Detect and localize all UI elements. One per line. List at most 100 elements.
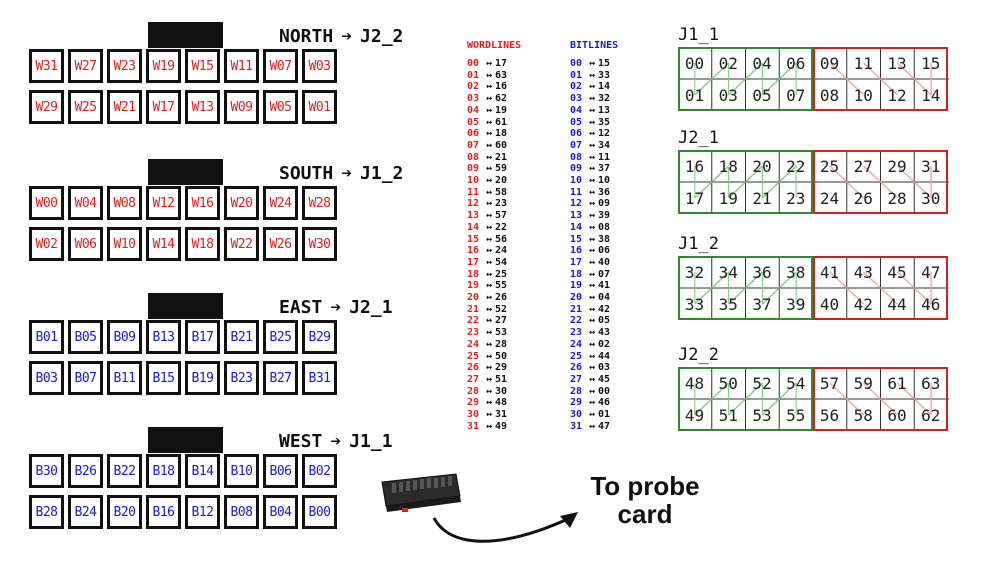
pad-label: B28	[35, 504, 58, 520]
pin-cell: 07	[786, 86, 806, 105]
pad-label: W05	[269, 99, 292, 115]
pin-cell: 03	[718, 86, 738, 105]
map-key: 05	[570, 116, 583, 128]
map-value: 60	[495, 139, 508, 151]
double-arrow-icon: ↔	[486, 315, 493, 327]
pad: W23	[107, 49, 142, 83]
map-value: 50	[495, 350, 508, 362]
double-arrow-icon: ↔	[486, 221, 493, 233]
pad-label: W18	[191, 236, 214, 252]
double-arrow-icon: ↔	[486, 292, 493, 303]
map-key: 08	[570, 151, 583, 163]
map-value: 52	[495, 303, 508, 315]
connector-title: J1_1	[678, 25, 719, 45]
grid-lines	[678, 150, 949, 214]
pin-cell: 22	[786, 157, 806, 176]
wordlines-map-row: 17↔54	[467, 257, 507, 268]
double-arrow-icon: ↔	[589, 116, 596, 128]
double-arrow-icon: ↔	[589, 81, 596, 93]
pin-cell: 00	[684, 54, 705, 73]
block-header: WEST➔J1_1	[279, 431, 393, 452]
map-value: 15	[598, 58, 611, 69]
pin-cell: 32	[684, 263, 705, 282]
double-arrow-icon: ↔	[589, 420, 596, 432]
bitlines-map-row: 19↔41	[570, 280, 610, 291]
pad: B20	[107, 495, 142, 529]
pad-label: W12	[152, 195, 175, 211]
map-value: 30	[495, 385, 508, 397]
pin-cell: 59	[853, 374, 873, 393]
pad: W21	[107, 90, 142, 124]
double-arrow-icon: ↔	[486, 81, 493, 93]
grid-line	[829, 382, 865, 416]
block-cap	[148, 427, 223, 453]
map-value: 42	[598, 303, 611, 315]
pad: B11	[107, 361, 142, 395]
wordlines-map-row: 23↔53	[467, 327, 507, 338]
grid-line	[694, 62, 730, 96]
map-key: 01	[570, 69, 583, 81]
map-value: 11	[598, 151, 611, 163]
bitlines-map-row: 10↔10	[570, 175, 610, 186]
pin-cell: 30	[921, 189, 941, 208]
pad-label: B31	[308, 370, 331, 386]
pad-label: W24	[269, 195, 292, 211]
probe-line-1: To probe	[590, 471, 700, 501]
bitlines-map-row: 08↔11	[570, 152, 610, 163]
grid-line	[896, 165, 932, 199]
map-value: 29	[495, 362, 508, 374]
pad-label: B23	[230, 370, 253, 386]
map-key: 29	[570, 397, 583, 409]
map-value: 37	[598, 163, 611, 175]
red-half	[813, 47, 948, 111]
double-arrow-icon: ↔	[589, 409, 596, 420]
double-arrow-icon: ↔	[486, 385, 493, 397]
pin-cell: 26	[853, 189, 873, 208]
pad-label: W02	[35, 236, 58, 252]
pin-cell: 09	[819, 54, 840, 73]
pin-cell: 60	[887, 406, 907, 425]
bitlines-map-row: 09↔37	[570, 163, 610, 174]
pad: W09	[224, 90, 259, 124]
map-value: 04	[598, 292, 611, 303]
pad-label: B06	[269, 463, 292, 479]
grid-line	[863, 165, 898, 199]
map-key: 08	[467, 151, 480, 163]
pin-cell: 06	[786, 54, 806, 73]
grid-lines	[678, 256, 949, 320]
map-key: 07	[570, 139, 583, 151]
wordlines-map-row: 16↔24	[467, 245, 507, 256]
map-value: 23	[495, 198, 508, 210]
map-key: 26	[467, 362, 480, 374]
pin-cell: 53	[752, 406, 772, 425]
map-key: 23	[570, 327, 583, 339]
map-key: 10	[467, 175, 480, 186]
pin-cell: 21	[752, 189, 772, 208]
wordlines-map-row: 25↔50	[467, 351, 507, 362]
pad: W25	[68, 90, 103, 124]
map-value: 58	[495, 186, 508, 198]
green-half	[678, 150, 813, 214]
pad: B13	[146, 320, 181, 354]
map-value: 32	[598, 93, 611, 105]
red-half	[813, 256, 948, 320]
bitlines-map-row: 21↔42	[570, 304, 610, 315]
map-value: 17	[495, 58, 508, 69]
pad: B19	[185, 361, 220, 395]
bitlines-map-row: 04↔13	[570, 105, 610, 116]
pad: W06	[68, 227, 103, 261]
pad-label: W11	[230, 58, 253, 74]
block-target: J2_2	[360, 26, 404, 47]
pad-label: W19	[152, 58, 175, 74]
bitlines-map-row: 16↔06	[570, 245, 610, 256]
right-arrow-icon: ➔	[330, 431, 342, 452]
pin-cell: 62	[921, 406, 941, 425]
pad-label: W15	[191, 58, 214, 74]
pad-label: B00	[308, 504, 331, 520]
map-key: 01	[467, 69, 480, 81]
map-value: 38	[598, 233, 611, 245]
pad-label: B08	[230, 504, 253, 520]
